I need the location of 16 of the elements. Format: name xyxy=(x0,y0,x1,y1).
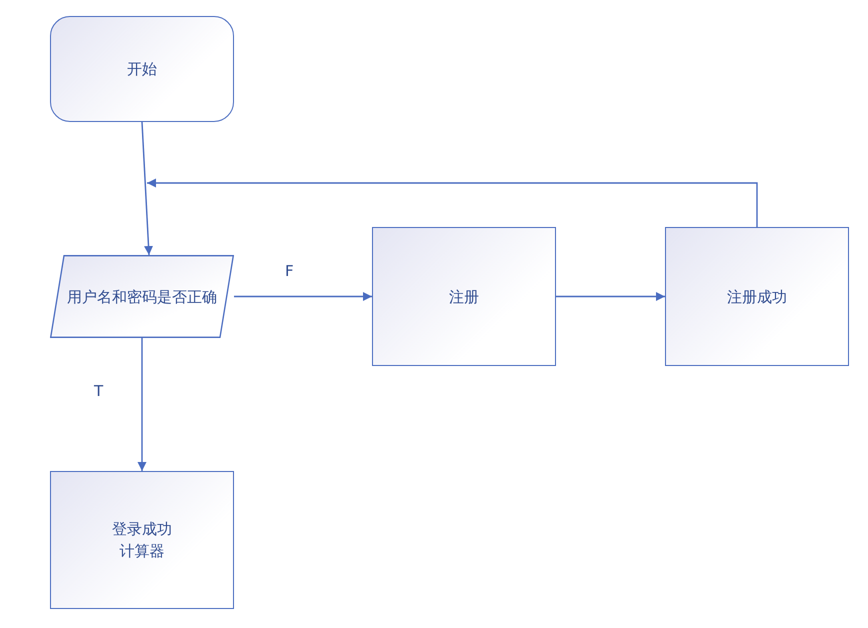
node-text: 注册 xyxy=(449,286,479,308)
arrow xyxy=(147,178,758,227)
process-box xyxy=(665,227,849,366)
node-text: 登录成功 xyxy=(112,519,172,540)
node-text: 用户名和密码是否正确 xyxy=(67,286,217,308)
node-text: 注册成功 xyxy=(727,286,787,308)
node-text: 计算器 xyxy=(120,541,164,562)
arrow xyxy=(138,338,146,471)
arrow xyxy=(141,122,154,256)
start-box xyxy=(50,16,234,122)
node-text: 开始 xyxy=(127,59,157,80)
decision-parallelogram xyxy=(50,255,234,338)
arrow xyxy=(234,292,372,301)
arrow xyxy=(556,292,665,301)
process-box xyxy=(50,471,234,609)
process-box xyxy=(372,227,556,366)
